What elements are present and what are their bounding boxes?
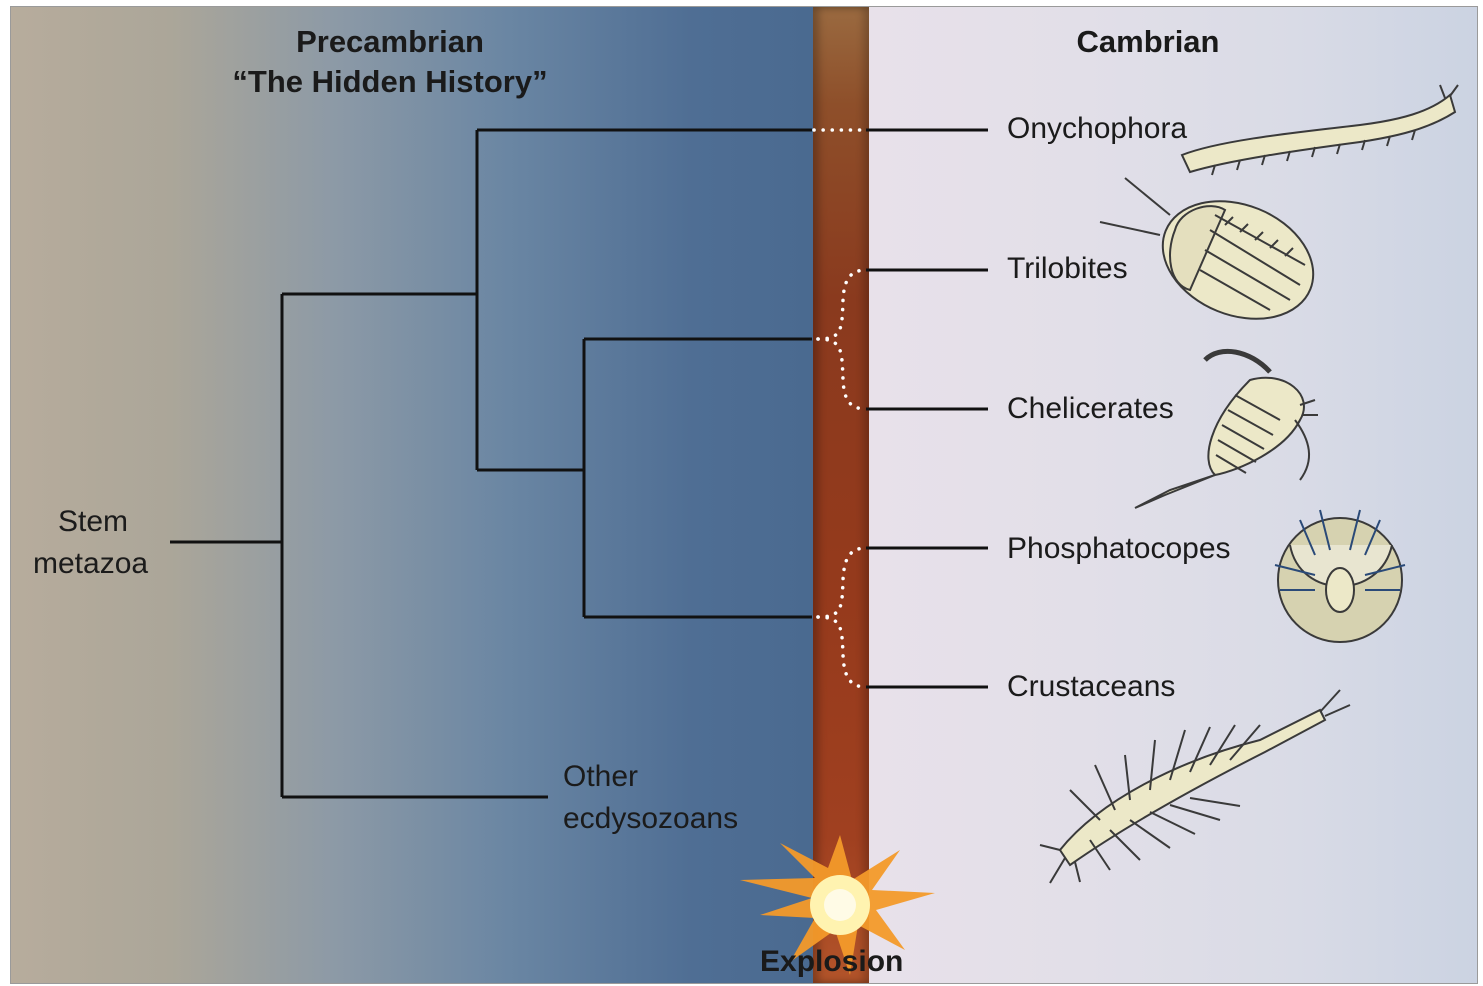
chelicerate-illustration — [1135, 351, 1318, 508]
phosphatocope-illustration — [1275, 510, 1405, 642]
phylogenetic-tree — [170, 130, 988, 797]
outgroup-label-line1: Other — [563, 760, 638, 794]
taxon-chelicerates: Chelicerates — [1007, 392, 1174, 426]
dotted-chelicerates — [818, 339, 866, 409]
outgroup-label-line2: ecdysozoans — [563, 802, 738, 836]
crustacean-illustration — [1040, 690, 1350, 883]
trilobite-illustration — [1100, 178, 1331, 340]
stem-label-line1: Stem — [58, 505, 128, 539]
taxon-crustaceans: Crustaceans — [1007, 670, 1175, 704]
dotted-crustaceans — [818, 617, 866, 687]
taxon-onychophora: Onychophora — [1007, 112, 1187, 146]
precambrian-subtitle: “The Hidden History” — [190, 64, 590, 100]
stem-label-line2: metazoa — [33, 547, 148, 581]
explosion-label: Explosion — [760, 945, 903, 979]
cambrian-title: Cambrian — [1028, 24, 1268, 60]
taxon-trilobites: Trilobites — [1007, 252, 1128, 286]
onychophora-illustration — [1182, 85, 1458, 175]
explosion-center — [824, 889, 856, 921]
taxon-phosphatocopes: Phosphatocopes — [1007, 532, 1231, 566]
precambrian-title: Precambrian — [230, 24, 550, 60]
dotted-trilobites — [818, 270, 866, 339]
dotted-connectors — [814, 130, 866, 687]
dotted-phosphatocopes — [818, 548, 866, 617]
